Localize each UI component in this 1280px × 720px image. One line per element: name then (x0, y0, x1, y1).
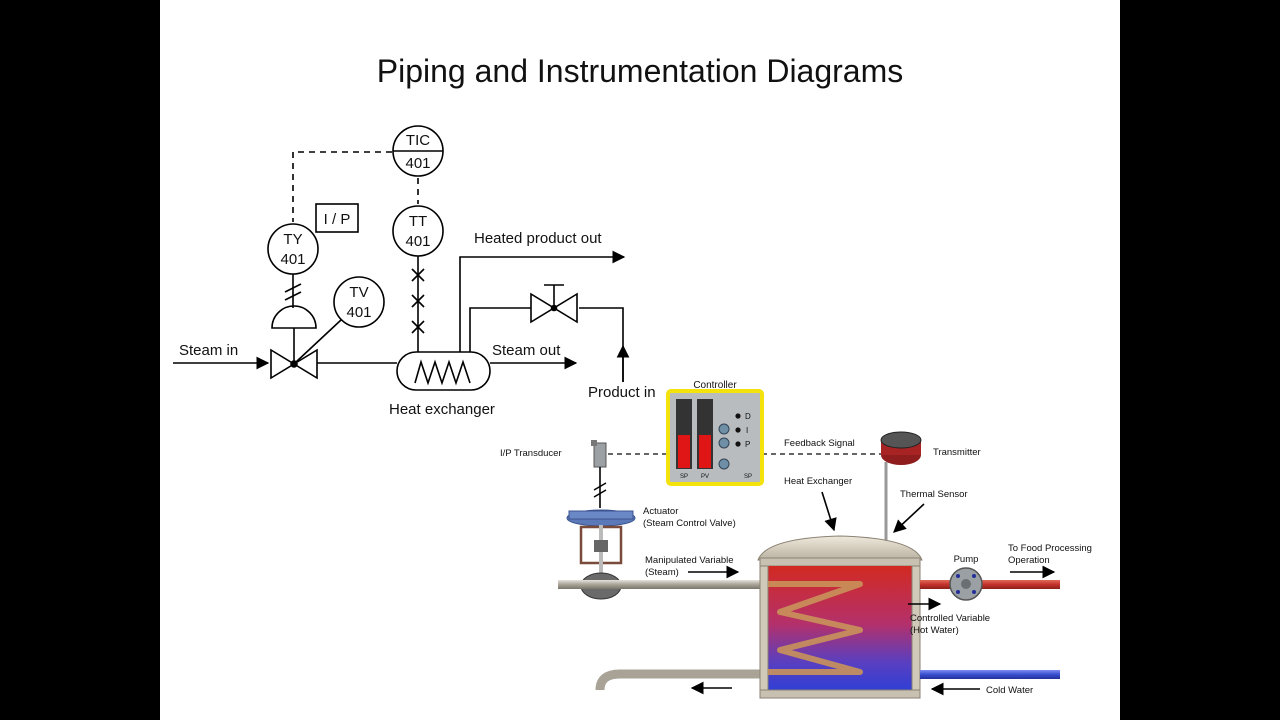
tv-tag: TV (349, 284, 368, 301)
ip-label: I / P (324, 211, 351, 228)
tic-tag: TIC (406, 132, 430, 149)
heat-exchanger-tank (757, 535, 923, 699)
manipulated-variable-label: Manipulated Variable (645, 555, 734, 566)
hash-mark (593, 489, 607, 498)
valve-dot (290, 360, 298, 368)
ip-transducer (591, 440, 607, 508)
tt-tag: TT (409, 213, 427, 230)
x-mark (411, 320, 425, 334)
actuator-dome-symbol (271, 305, 317, 329)
steam-out-label: Steam out (492, 342, 561, 359)
pump-label: Pump (954, 554, 979, 565)
product-in-label: Product in (588, 384, 656, 401)
controlled-variable-sublabel: (Hot Water) (910, 625, 959, 636)
transducer-cap (591, 440, 597, 446)
product-in-pipe-a (579, 307, 624, 382)
heat-exchanger-label: Heat Exchanger (784, 476, 852, 487)
reset-button-icon[interactable] (718, 458, 730, 470)
controlled-variable-label: Controlled Variable (910, 613, 990, 624)
controller-unit (666, 389, 764, 486)
pump-hub (961, 579, 971, 589)
hot-water-pipe (920, 580, 1060, 589)
pv-label: PV (701, 474, 709, 480)
down-button-icon[interactable] (718, 437, 730, 449)
tt-number: 401 (405, 233, 430, 250)
manipulated-variable-sublabel: (Steam) (645, 567, 679, 578)
actuator-housing (568, 510, 634, 520)
up-button-icon[interactable] (718, 423, 730, 435)
tank-lid (757, 535, 923, 561)
to-food-processing-sublabel: Operation (1008, 555, 1050, 566)
ip-box (315, 203, 359, 233)
feedback-signal-label: Feedback Signal (784, 438, 855, 449)
transmitter (880, 431, 922, 540)
i-label: I (746, 426, 748, 435)
steam-control-valve (566, 509, 636, 600)
tank-lid-rim (759, 557, 921, 567)
transducer-body (593, 442, 607, 468)
page-title: Piping and Instrumentation Diagrams (377, 53, 904, 89)
signal-line-tic-ty (292, 151, 392, 222)
sp-label: SP (680, 474, 688, 480)
condensate-pipe (595, 669, 766, 691)
p-label: P (745, 440, 750, 449)
d-label: D (745, 412, 751, 421)
heat-exchanger-pointer (821, 491, 837, 532)
transmitter-top (880, 431, 922, 449)
slide: Piping and Instrumentation Diagrams (160, 0, 1120, 720)
stem-coupling (594, 540, 608, 552)
actuator-label: Actuator (643, 506, 678, 517)
controller-label: Controller (693, 380, 737, 391)
sp-small-label: SP (744, 474, 752, 480)
tic-number: 401 (405, 155, 430, 172)
steam-in-label: Steam in (179, 342, 238, 359)
process-illustration: Controller D I P SP PV SP I/P Transducer… (500, 380, 1092, 699)
hash-mark (284, 291, 302, 301)
actuator-sublabel: (Steam Control Valve) (643, 518, 736, 529)
ip-transducer-label: I/P Transducer (500, 448, 562, 459)
sp-bar-level (678, 435, 690, 468)
tic-bubble (392, 125, 444, 177)
ty-number: 401 (280, 251, 305, 268)
thermal-sensor-label: Thermal Sensor (900, 489, 968, 500)
cold-water-pipe (920, 670, 1060, 679)
control-valve-symbol (270, 348, 318, 380)
pid-schematic (173, 125, 630, 391)
d-indicator-dot (735, 413, 741, 419)
thermal-sensor-pointer (893, 503, 925, 533)
pump (949, 567, 983, 601)
i-indicator-dot (735, 427, 741, 433)
heat-exchanger-symbol (396, 351, 491, 391)
tv-bubble (333, 276, 385, 328)
heat-exchanger-coil (414, 359, 471, 386)
steam-pipe (558, 580, 766, 589)
tv-number: 401 (346, 304, 371, 321)
pump-bolt (956, 590, 960, 594)
pv-bar-level (699, 435, 711, 468)
pump-bolt (956, 574, 960, 578)
heat-exchanger-label: Heat exchanger (389, 401, 495, 418)
tv-link-line (295, 319, 342, 363)
diagram-canvas: Piping and Instrumentation Diagrams (173, 53, 1092, 699)
x-mark (411, 268, 425, 282)
hash-mark (284, 283, 302, 293)
heated-product-pipe (459, 250, 626, 352)
hash-mark (593, 482, 607, 491)
pump-bolt (972, 590, 976, 594)
tank-wall-left (759, 565, 769, 695)
x-mark (411, 294, 425, 308)
p-indicator-dot (735, 441, 741, 447)
heating-coil (768, 581, 863, 675)
pid-labels: TIC 401 TT 401 TY 401 TV 401 I / P Steam… (179, 132, 656, 418)
tank-base (759, 689, 921, 699)
cold-water-label: Cold Water (986, 685, 1033, 696)
transmitter-label: Transmitter (933, 447, 981, 458)
heated-product-out-label: Heated product out (474, 230, 602, 247)
ty-tag: TY (283, 231, 302, 248)
pump-bolt (972, 574, 976, 578)
to-food-processing-label: To Food Processing (1008, 543, 1092, 554)
product-in-pipe-b (469, 307, 531, 352)
